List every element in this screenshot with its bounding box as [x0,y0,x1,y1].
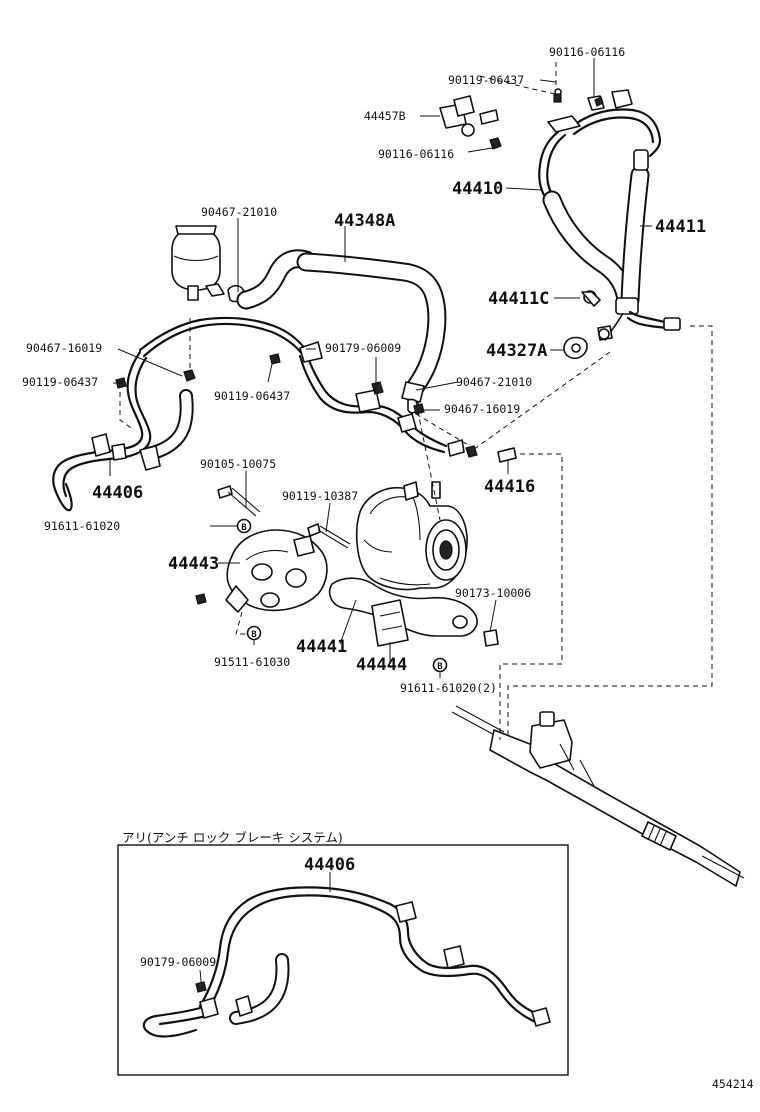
part-label: 44443 [168,554,219,574]
reservoir [171,225,246,303]
part-label: 91511-61030 [214,655,290,669]
part-label: 90467-21010 [456,375,532,389]
part-label: 90119-06437 [214,389,290,403]
inset-part-label: 44406 [304,855,355,875]
part-label: 90116-06116 [378,147,454,161]
part-label: 44327A [486,341,547,361]
bolt-marker-label: B [241,523,247,533]
part-label: 44457B [364,109,406,123]
steering-rack [451,705,745,887]
power-steering-pump [355,481,468,591]
pressure-line [138,316,465,457]
leader-lines [109,58,652,678]
bracket-44441 [328,577,478,647]
part-label: 90119-06437 [448,73,524,87]
part-label: 90467-21010 [201,205,277,219]
part-labels: 90116-06116 90119-06437 44457B 90116-061… [22,45,706,695]
clamp-44457B [439,95,502,150]
part-label: 90105-10075 [200,457,276,471]
part-label: 44416 [484,477,535,497]
return-hose-44348A [236,249,447,414]
part-label: 44444 [356,655,407,675]
abs-inset: アリ(アンチ ロック ブレーキ システム) 44406 90179-06009 [117,830,569,1076]
part-label: 90119-06437 [22,375,98,389]
diagram-id: 454214 [712,1077,754,1091]
bracket-44443 [225,529,328,613]
inset-title: アリ(アンチ ロック ブレーキ システム) [122,830,343,845]
bolt-marker-label: B [251,630,257,640]
part-label: 44411C [488,289,549,309]
part-label: 90116-06116 [549,45,625,59]
part-label: 90467-16019 [444,402,520,416]
pressure-hose-assembly [538,88,681,341]
part-label: 44411 [655,217,706,237]
part-label: 90173-10006 [455,586,531,600]
bolt-marker-2 [246,625,262,641]
bolt-markers: B B B [236,518,448,673]
inset-frame [117,844,569,1076]
part-label: 44348A [334,211,395,231]
part-label: 44441 [296,637,347,657]
part-label: 90467-16019 [26,341,102,355]
fitting-44411C [563,290,613,360]
part-label: 90179-06009 [325,341,401,355]
part-label: 90119-10387 [282,489,358,503]
bolts [115,353,517,647]
part-label: 91611-61020 [44,519,120,533]
part-label: 44406 [92,483,143,503]
part-label: 91611-61020(2) [400,681,497,695]
part-label: 44410 [452,179,503,199]
bolt-marker-label: B [437,662,443,672]
inset-part-label: 90179-06009 [140,955,216,969]
hose-44406-left [52,350,194,512]
bolt-marker-3 [432,657,448,673]
routing-dashes [119,62,713,740]
